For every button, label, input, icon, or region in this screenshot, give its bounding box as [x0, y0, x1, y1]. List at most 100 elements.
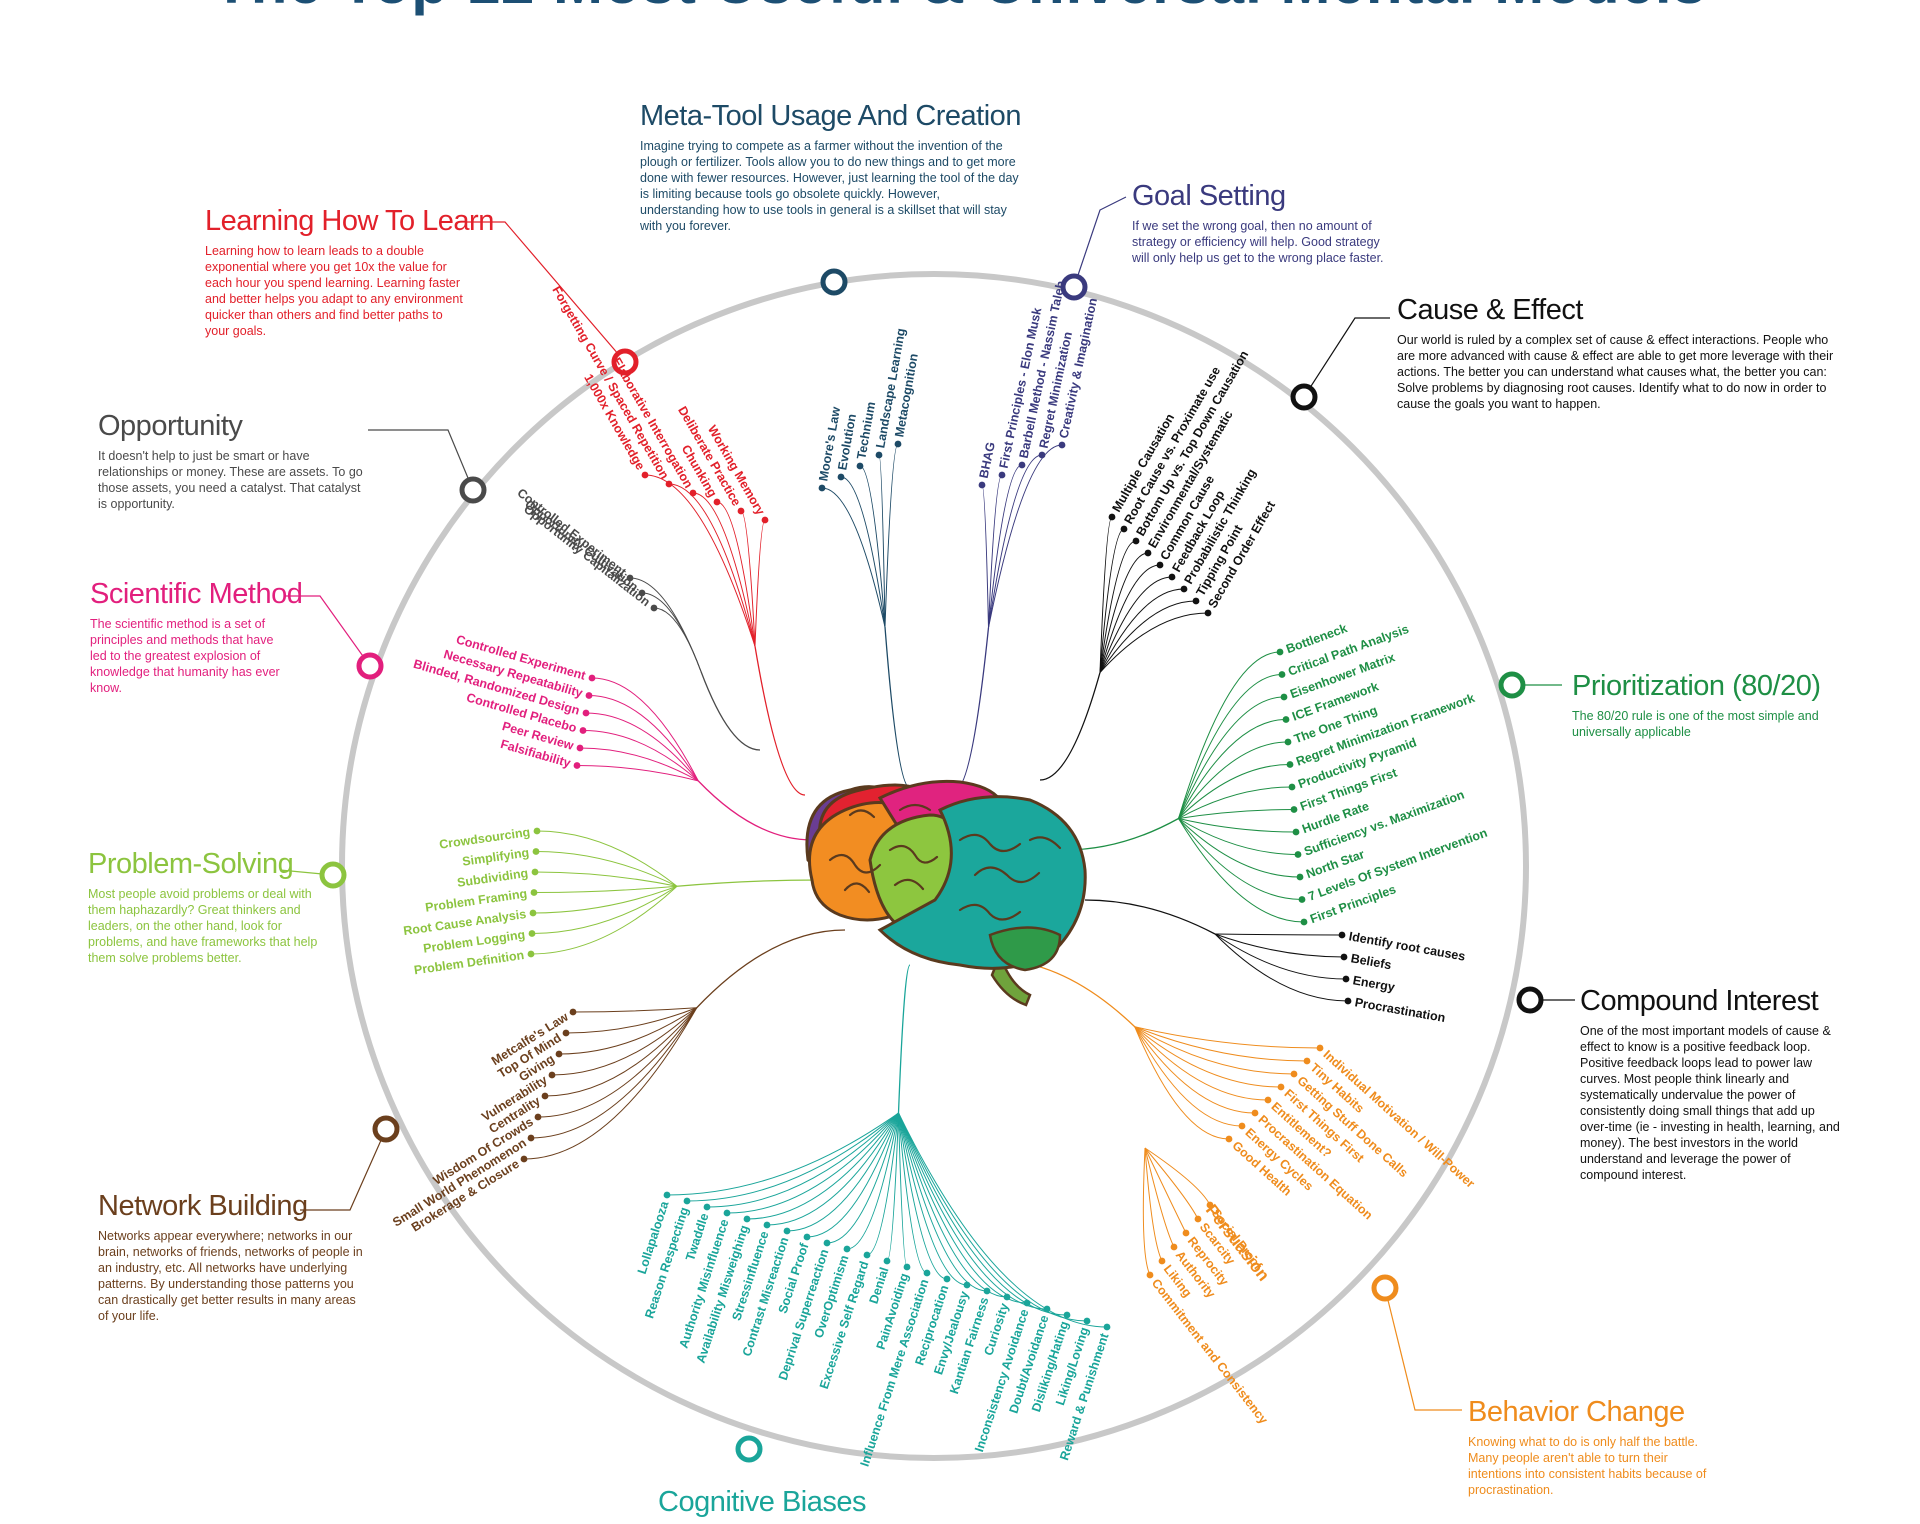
leaf-dot [1290, 1070, 1298, 1078]
ring-node-network[interactable] [372, 1115, 400, 1143]
leaf-dot [837, 473, 845, 481]
trunk-line [700, 671, 761, 751]
leaf-dot [978, 481, 986, 489]
leaf-label: Denial [867, 1265, 892, 1305]
model-title: Learning How To Learn [205, 205, 494, 237]
leaf-label: Controlled Experiment [515, 486, 630, 580]
trunk-line [1039, 672, 1101, 781]
leaf-line [641, 592, 702, 672]
leaf-line [1178, 809, 1295, 819]
leaf-dot [894, 440, 902, 448]
leaf-line [536, 830, 678, 887]
ring-node-opportunity[interactable] [459, 476, 487, 504]
leaf-line [1099, 564, 1161, 673]
leaf-line [644, 474, 756, 647]
ring-node-compound[interactable] [1516, 986, 1544, 1014]
leaf-label: Commitment and Consistency [1149, 1276, 1271, 1426]
leaf-line [898, 1112, 1108, 1328]
model-description: The 80/20 rule is one of the most simple… [1572, 709, 1819, 739]
leaf-dot [562, 1029, 570, 1037]
leaf-line [1099, 600, 1197, 673]
leaf-line [523, 1007, 698, 1160]
leaf-line [754, 519, 766, 647]
leaf-line [1178, 818, 1297, 833]
leaf-dot [531, 868, 539, 876]
leaf-label: BHAG [977, 441, 998, 480]
leaf-line [1178, 651, 1281, 819]
connector-line [285, 595, 371, 667]
leaf-dot [843, 1245, 851, 1253]
leaf-dot [683, 1197, 691, 1205]
branch-network [523, 929, 846, 1160]
leaf-line [582, 730, 699, 782]
leaf-dot [638, 589, 646, 597]
leaf-dot [588, 674, 596, 682]
connector-line [1303, 317, 1390, 398]
connector-line [1073, 196, 1127, 288]
leaf-line [840, 476, 886, 628]
leaf-line [898, 1112, 1028, 1304]
model-description: Our world is ruled by a complex set of c… [1397, 333, 1834, 411]
leaf-dot [998, 471, 1006, 479]
leaf-dot [743, 1215, 751, 1223]
model-title: Problem-Solving [88, 848, 294, 880]
ring-nodes [279, 196, 1575, 1463]
leaf-dot [1158, 1257, 1166, 1265]
leaf-line [585, 712, 699, 782]
leaf-line [988, 454, 1043, 628]
leaf-dot [529, 909, 537, 917]
ring-node-goal[interactable] [1060, 273, 1088, 301]
leaf-dot [1292, 828, 1300, 836]
trunk-line [754, 646, 806, 796]
leaf-line [726, 1112, 899, 1214]
leaf-line [530, 1007, 698, 1139]
ring-node-problem[interactable] [319, 861, 347, 889]
leaf-dot [626, 574, 634, 582]
leaf-line [846, 1112, 899, 1250]
leaf-dot [863, 1251, 871, 1259]
model-description: Knowing what to do is only half the batt… [1468, 1435, 1707, 1497]
leaf-dot [1344, 997, 1352, 1005]
connector-line [368, 429, 474, 491]
leaf-line [988, 444, 1063, 628]
trunk-line [676, 879, 821, 887]
leaf-dot [1144, 549, 1152, 557]
leaf-line [532, 885, 678, 914]
ring-node-cause[interactable] [1290, 383, 1318, 411]
ring-node-scientific[interactable] [356, 652, 384, 680]
ring-node-prior[interactable] [1498, 671, 1526, 699]
leaf-line [898, 1112, 1008, 1298]
leaf-line [988, 464, 1023, 628]
leaf-line [859, 465, 886, 628]
model-description: If we set the wrong goal, then no amount… [1132, 219, 1384, 265]
leaf-dot [665, 480, 673, 488]
ring-node-metatool[interactable] [820, 268, 848, 296]
branch-lines [523, 443, 1349, 1328]
leaf-dot [761, 516, 769, 524]
ring-node-behavior[interactable] [1371, 1274, 1399, 1302]
leaf-dot [903, 1263, 911, 1271]
leaf-dot [875, 451, 883, 459]
leaf-dot [763, 1221, 771, 1229]
leaf-dot [1168, 573, 1176, 581]
leaf-dot [585, 692, 593, 699]
leaf-line [878, 454, 886, 628]
leaf-label: Technium [854, 401, 878, 461]
leaf-dot [1338, 931, 1346, 939]
leaf-label: Energy [1352, 973, 1396, 994]
ring-node-cognitive[interactable] [735, 1435, 763, 1463]
leaf-line [576, 765, 699, 782]
leaf-line [666, 1112, 899, 1196]
trunk-line [1064, 817, 1179, 851]
model-title: Prioritization (80/20) [1572, 670, 1821, 702]
leaf-dot [1182, 1229, 1190, 1237]
ring-node-learning[interactable] [611, 348, 639, 376]
